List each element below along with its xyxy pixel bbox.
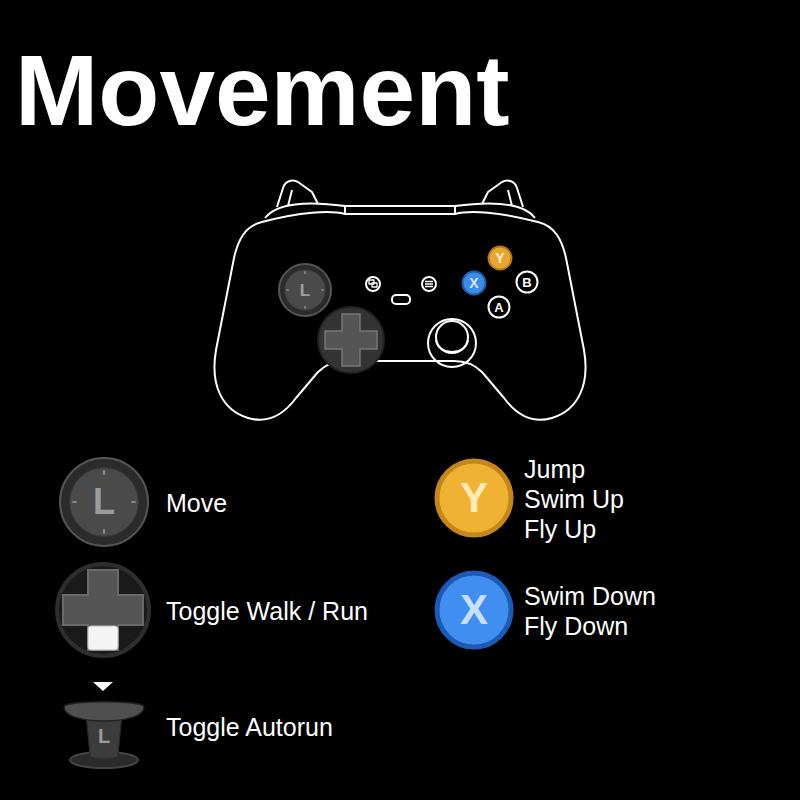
right-stick-inner bbox=[436, 321, 468, 353]
view-button bbox=[366, 277, 380, 291]
dpad-well bbox=[57, 564, 149, 656]
stick-top bbox=[64, 702, 144, 721]
action-label: Fly Up bbox=[524, 514, 596, 544]
left-stick: L bbox=[278, 263, 332, 317]
action-label: Swim Up bbox=[524, 484, 624, 514]
menu-icon bbox=[425, 282, 433, 287]
top-strip bbox=[345, 205, 455, 207]
button-letter: X bbox=[460, 588, 488, 632]
stick-ticks bbox=[72, 470, 135, 533]
button-letter: L bbox=[300, 281, 310, 300]
left-trigger bbox=[277, 181, 318, 207]
dpad-cross bbox=[63, 570, 143, 650]
button-letter: L bbox=[93, 483, 115, 521]
page-title: Movement bbox=[15, 40, 510, 140]
controller-outline bbox=[214, 181, 585, 420]
legend-x-button: X bbox=[434, 570, 514, 650]
button-letter: L bbox=[98, 725, 110, 747]
action-label: Fly Down bbox=[524, 611, 628, 641]
stick-cap bbox=[70, 468, 139, 537]
action-label: Move bbox=[166, 488, 227, 518]
dpad-down-highlight bbox=[88, 626, 118, 650]
action-label: Swim Down bbox=[524, 581, 656, 611]
button-disc bbox=[489, 297, 510, 318]
button-disc bbox=[437, 461, 511, 535]
legend-y-button: Y bbox=[434, 458, 514, 538]
right-stick-outer bbox=[428, 319, 476, 367]
button-disc bbox=[489, 247, 512, 270]
down-arrow bbox=[93, 682, 113, 691]
stick-ring bbox=[279, 264, 331, 316]
stick-press-icon: L bbox=[60, 698, 148, 770]
legend-left-stick: L bbox=[59, 457, 149, 547]
action-label: Toggle Walk / Run bbox=[166, 596, 368, 626]
action-label: Jump bbox=[524, 454, 585, 484]
legend-dpad bbox=[57, 564, 149, 656]
button-disc bbox=[437, 573, 511, 647]
action-label: Toggle Autorun bbox=[166, 712, 333, 742]
button-disc bbox=[463, 272, 486, 295]
right-trigger bbox=[482, 181, 523, 207]
view-icon bbox=[369, 280, 377, 287]
stick-cap bbox=[285, 270, 326, 311]
button-letter: X bbox=[469, 275, 478, 291]
y-button: Y bbox=[487, 245, 513, 271]
right-stick-base bbox=[436, 340, 468, 352]
controller-body bbox=[214, 212, 585, 420]
dpad-cross bbox=[325, 314, 377, 366]
stick-ring bbox=[60, 458, 148, 546]
menu-button bbox=[422, 277, 436, 291]
a-button: A bbox=[487, 295, 511, 319]
button-letter: A bbox=[494, 300, 503, 315]
button-disc bbox=[517, 272, 538, 293]
share-button bbox=[392, 295, 410, 304]
x-button: X bbox=[461, 270, 487, 296]
dpad-well bbox=[318, 307, 384, 373]
b-button: B bbox=[515, 270, 539, 294]
button-letter: B bbox=[522, 275, 531, 290]
stick-ticks bbox=[286, 271, 323, 308]
button-letter: Y bbox=[495, 250, 504, 266]
button-letter: Y bbox=[460, 476, 488, 520]
controller-dpad bbox=[318, 307, 384, 373]
